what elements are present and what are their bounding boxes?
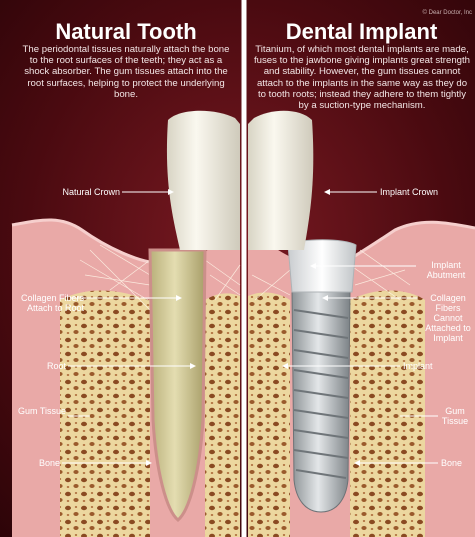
label-gum-tissue-right: Gum Tissue [437, 406, 473, 426]
bone-right-2 [350, 291, 425, 537]
natural-tooth-description: The periodontal tissues naturally attach… [18, 44, 234, 100]
implant-screw [292, 290, 350, 512]
implant-crown-shape [248, 111, 313, 250]
label-collagen-attach: Collagen Fibers Attach to Root [6, 293, 84, 313]
natural-tooth-title: Natural Tooth [12, 20, 240, 44]
natural-crown-shape [167, 111, 240, 250]
label-bone-left: Bone [14, 458, 60, 468]
dental-implant-description: Titanium, of which most dental implants … [254, 44, 470, 111]
center-divider [242, 0, 247, 537]
label-collagen-cannot: Collagen Fibers Cannot Attached to Impla… [421, 293, 475, 343]
label-implant-abutment: Implant Abutment [419, 260, 473, 280]
bone-right [248, 293, 290, 537]
dental-implant-title: Dental Implant [248, 20, 475, 44]
label-bone-right: Bone [441, 458, 462, 468]
label-gum-tissue-left: Gum Tissue [18, 406, 66, 416]
bone-left-2 [205, 293, 240, 537]
label-implant: Implant [403, 361, 433, 371]
bone-left [60, 291, 150, 537]
label-root: Root [20, 361, 66, 371]
copyright-credit: © Dear Doctor, Inc [423, 10, 472, 16]
label-natural-crown: Natural Crown [18, 187, 120, 197]
label-implant-crown: Implant Crown [380, 187, 438, 197]
